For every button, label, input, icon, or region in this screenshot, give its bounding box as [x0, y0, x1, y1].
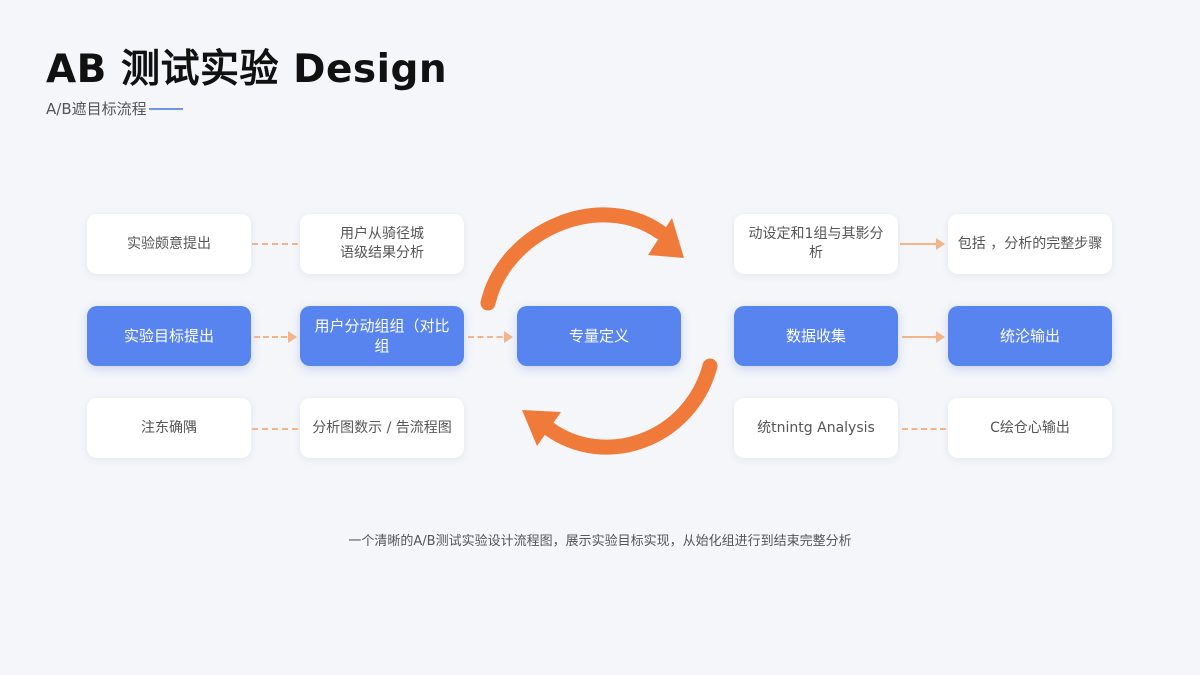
main-step-5-label: 统沦输出: [999, 326, 1060, 345]
top-step-1: 实验颇意提出: [87, 214, 251, 274]
main-step-1-label: 实验目标提出: [123, 326, 214, 345]
bottom-step-4-label: C绘仓心输出: [990, 419, 1070, 436]
top-step-4: 包括 ，分析的完整步骤: [948, 214, 1112, 274]
top-arrow-1: [900, 238, 945, 250]
bottom-step-4: C绘仓心输出: [948, 398, 1112, 458]
cycle-arrow-top: [480, 207, 668, 311]
page-title: AB 测试实验 Design: [46, 47, 448, 92]
top-step-3-label: 动设定和1组与其影分析: [748, 226, 884, 261]
main-step-3-label: 专量定义: [568, 326, 629, 345]
main-step-1: 实验目标提出: [87, 306, 251, 366]
page-subtitle: A/B遮目标流程: [46, 98, 183, 119]
bottom-step-2: 分析图数示 / 告流程图: [300, 398, 464, 458]
caption: 一个清晰的A/B测试实验设计流程图，展示实验目标实现，从始化组进行到结束完整分析: [348, 534, 852, 549]
main-step-4-label: 数据收集: [785, 326, 846, 345]
bottom-step-1: 注东确隅: [87, 398, 251, 458]
main-step-3: 专量定义: [517, 306, 681, 366]
bottom-step-3: 统tnintg Analysis: [734, 398, 898, 458]
top-connector-1: [252, 243, 298, 245]
top-step-4-label: 包括 ，分析的完整步骤: [957, 235, 1103, 252]
main-arrow-3: [902, 331, 945, 343]
subtitle-underline: [148, 107, 183, 110]
cycle-arrowhead-bottom: [522, 410, 561, 446]
main-step-4: 数据收集: [734, 306, 898, 366]
subtitle-text: A/B遮目标流程: [46, 100, 147, 118]
cycle-arrow-bottom: [540, 358, 718, 455]
bottom-step-2-label: 分析图数示 / 告流程图: [312, 419, 452, 436]
bottom-step-3-label: 统tnintg Analysis: [757, 419, 875, 436]
main-arrow-2: [468, 331, 513, 343]
bottom-step-1-label: 注东确隅: [141, 419, 197, 436]
main-step-5: 统沦输出: [948, 306, 1112, 366]
bottom-connector-2: [902, 428, 946, 430]
cycle-arrowhead-top: [648, 218, 684, 258]
top-step-1-label: 实验颇意提出: [127, 235, 211, 252]
bottom-connector-1: [252, 428, 298, 430]
main-arrow-1: [254, 331, 297, 343]
main-step-2: 用户分动组组（对比组: [300, 306, 464, 366]
top-step-3: 动设定和1组与其影分析: [734, 214, 898, 274]
top-step-2: 用户从骑径城 语级结果分析: [300, 214, 464, 274]
top-step-2-label: 用户从骑径城 语级结果分析: [340, 226, 424, 261]
main-step-2-label: 用户分动组组（对比组: [314, 316, 450, 355]
